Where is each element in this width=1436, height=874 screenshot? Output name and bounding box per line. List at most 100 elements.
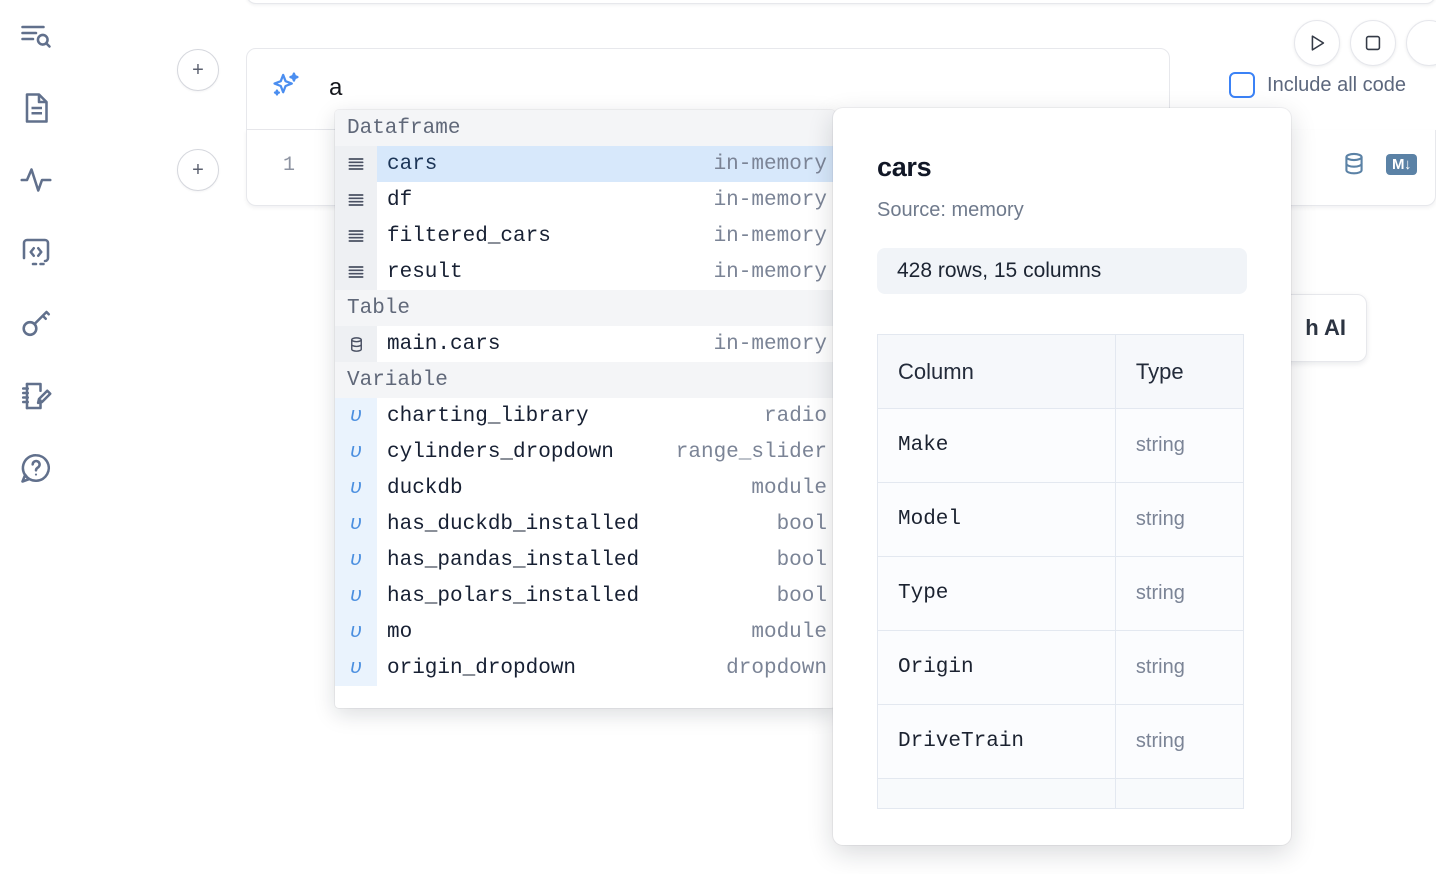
autocomplete-group-header: Table xyxy=(335,290,835,326)
table-cell-type: string xyxy=(1114,630,1245,705)
variable-v-icon: υ xyxy=(335,614,377,650)
variable-v-icon: υ xyxy=(335,470,377,506)
autocomplete-item-name: filtered_cars xyxy=(387,224,551,248)
preview-source: Source: memory xyxy=(877,199,1024,221)
preview-title: cars xyxy=(877,152,932,182)
autocomplete-item[interactable]: υ has_pandas_installed bool xyxy=(335,542,835,578)
autocomplete-item-type: in-memory xyxy=(713,260,827,284)
variable-v-icon: υ xyxy=(335,506,377,542)
code-brackets-icon[interactable] xyxy=(14,230,58,274)
autocomplete-item-name: cars xyxy=(387,152,438,176)
file-document-icon[interactable] xyxy=(14,86,58,130)
markdown-badge-arrow: ↓ xyxy=(1404,155,1412,173)
run-cell-button[interactable] xyxy=(1294,20,1340,66)
table-header-type: Type xyxy=(1114,334,1245,409)
autocomplete-item-type: bool xyxy=(776,584,827,608)
key-icon[interactable] xyxy=(14,302,58,346)
table-cell-column: Model xyxy=(877,482,1116,557)
include-all-code-row[interactable]: Include all code xyxy=(1229,72,1406,98)
variable-v-icon: υ xyxy=(335,542,377,578)
autocomplete-item-body: result in-memory xyxy=(377,254,835,290)
sparkle-ai-icon xyxy=(269,69,303,103)
table-cell-column: Type xyxy=(877,556,1116,631)
generate-with-ai-label: h AI xyxy=(1305,315,1346,340)
line-number: 1 xyxy=(282,154,295,177)
table-cell-type: string xyxy=(1114,704,1245,779)
markdown-badge-icon[interactable]: M↓ xyxy=(1386,153,1417,175)
autocomplete-item[interactable]: υ charting_library radio xyxy=(335,398,835,434)
include-all-code-label: Include all code xyxy=(1267,73,1406,96)
variable-v-icon: υ xyxy=(335,650,377,686)
autocomplete-item-type: in-memory xyxy=(713,224,827,248)
variable-v-icon: υ xyxy=(335,398,377,434)
autocomplete-item[interactable]: cars in-memory xyxy=(335,146,835,182)
autocomplete-item[interactable]: result in-memory xyxy=(335,254,835,290)
preview-shape-chip: 428 rows, 15 columns xyxy=(877,248,1247,294)
autocomplete-item-type: module xyxy=(751,476,827,500)
table-cell-column: DriveTrain xyxy=(877,704,1116,779)
autocomplete-item-type: bool xyxy=(776,548,827,572)
autocomplete-item-name: has_duckdb_installed xyxy=(387,512,640,536)
autocomplete-item-name: result xyxy=(387,260,463,284)
help-chat-icon[interactable] xyxy=(14,446,58,490)
autocomplete-item[interactable]: filtered_cars in-memory xyxy=(335,218,835,254)
autocomplete-item-body: has_pandas_installed bool xyxy=(377,542,835,578)
autocomplete-item-body: main.cars in-memory xyxy=(377,326,835,362)
cell-tools: M↓ xyxy=(1340,150,1417,178)
autocomplete-item-type: radio xyxy=(763,404,827,428)
table-cell-column xyxy=(877,778,1116,809)
table-cell-type xyxy=(1114,778,1245,809)
table-cell-type: string xyxy=(1114,408,1245,483)
autocomplete-item-name: cylinders_dropdown xyxy=(387,440,614,464)
activity-pulse-icon[interactable] xyxy=(14,158,58,202)
ai-prompt-input[interactable] xyxy=(329,71,1129,105)
dataframe-rows-icon xyxy=(335,218,377,254)
explore-outline-icon[interactable] xyxy=(14,14,58,58)
autocomplete-item-body: cars in-memory xyxy=(377,146,835,182)
autocomplete-item-name: charting_library xyxy=(387,404,589,428)
autocomplete-item-name: has_pandas_installed xyxy=(387,548,640,572)
plus-icon: + xyxy=(192,59,204,81)
add-cell-button-top[interactable]: + xyxy=(177,49,219,91)
autocomplete-item-name: df xyxy=(387,188,413,212)
table-cell-column: Make xyxy=(877,408,1116,483)
markdown-badge-letter: M xyxy=(1392,155,1405,173)
database-table-icon xyxy=(335,326,377,362)
dataframe-rows-icon xyxy=(335,146,377,182)
table-row-clipped xyxy=(877,778,1245,809)
autocomplete-item-name: mo xyxy=(387,620,413,644)
cell-above-partial xyxy=(246,0,1436,4)
autocomplete-item-type: module xyxy=(751,620,827,644)
dataframe-rows-icon xyxy=(335,182,377,218)
dataframe-preview-panel: cars Source: memory 428 rows, 15 columns… xyxy=(833,108,1291,845)
variable-v-icon: υ xyxy=(335,578,377,614)
include-all-code-checkbox[interactable] xyxy=(1229,72,1256,98)
autocomplete-item-name: main.cars xyxy=(387,332,501,356)
notebook-edit-icon[interactable] xyxy=(14,374,58,418)
add-cell-button-bottom[interactable]: + xyxy=(177,149,219,191)
more-actions-button[interactable] xyxy=(1406,20,1436,66)
stop-cell-button[interactable] xyxy=(1350,20,1396,66)
autocomplete-item[interactable]: main.cars in-memory xyxy=(335,326,835,362)
autocomplete-item-type: in-memory xyxy=(713,152,827,176)
run-controls xyxy=(1294,20,1436,66)
autocomplete-item-type: in-memory xyxy=(713,332,827,356)
database-icon[interactable] xyxy=(1340,150,1368,178)
